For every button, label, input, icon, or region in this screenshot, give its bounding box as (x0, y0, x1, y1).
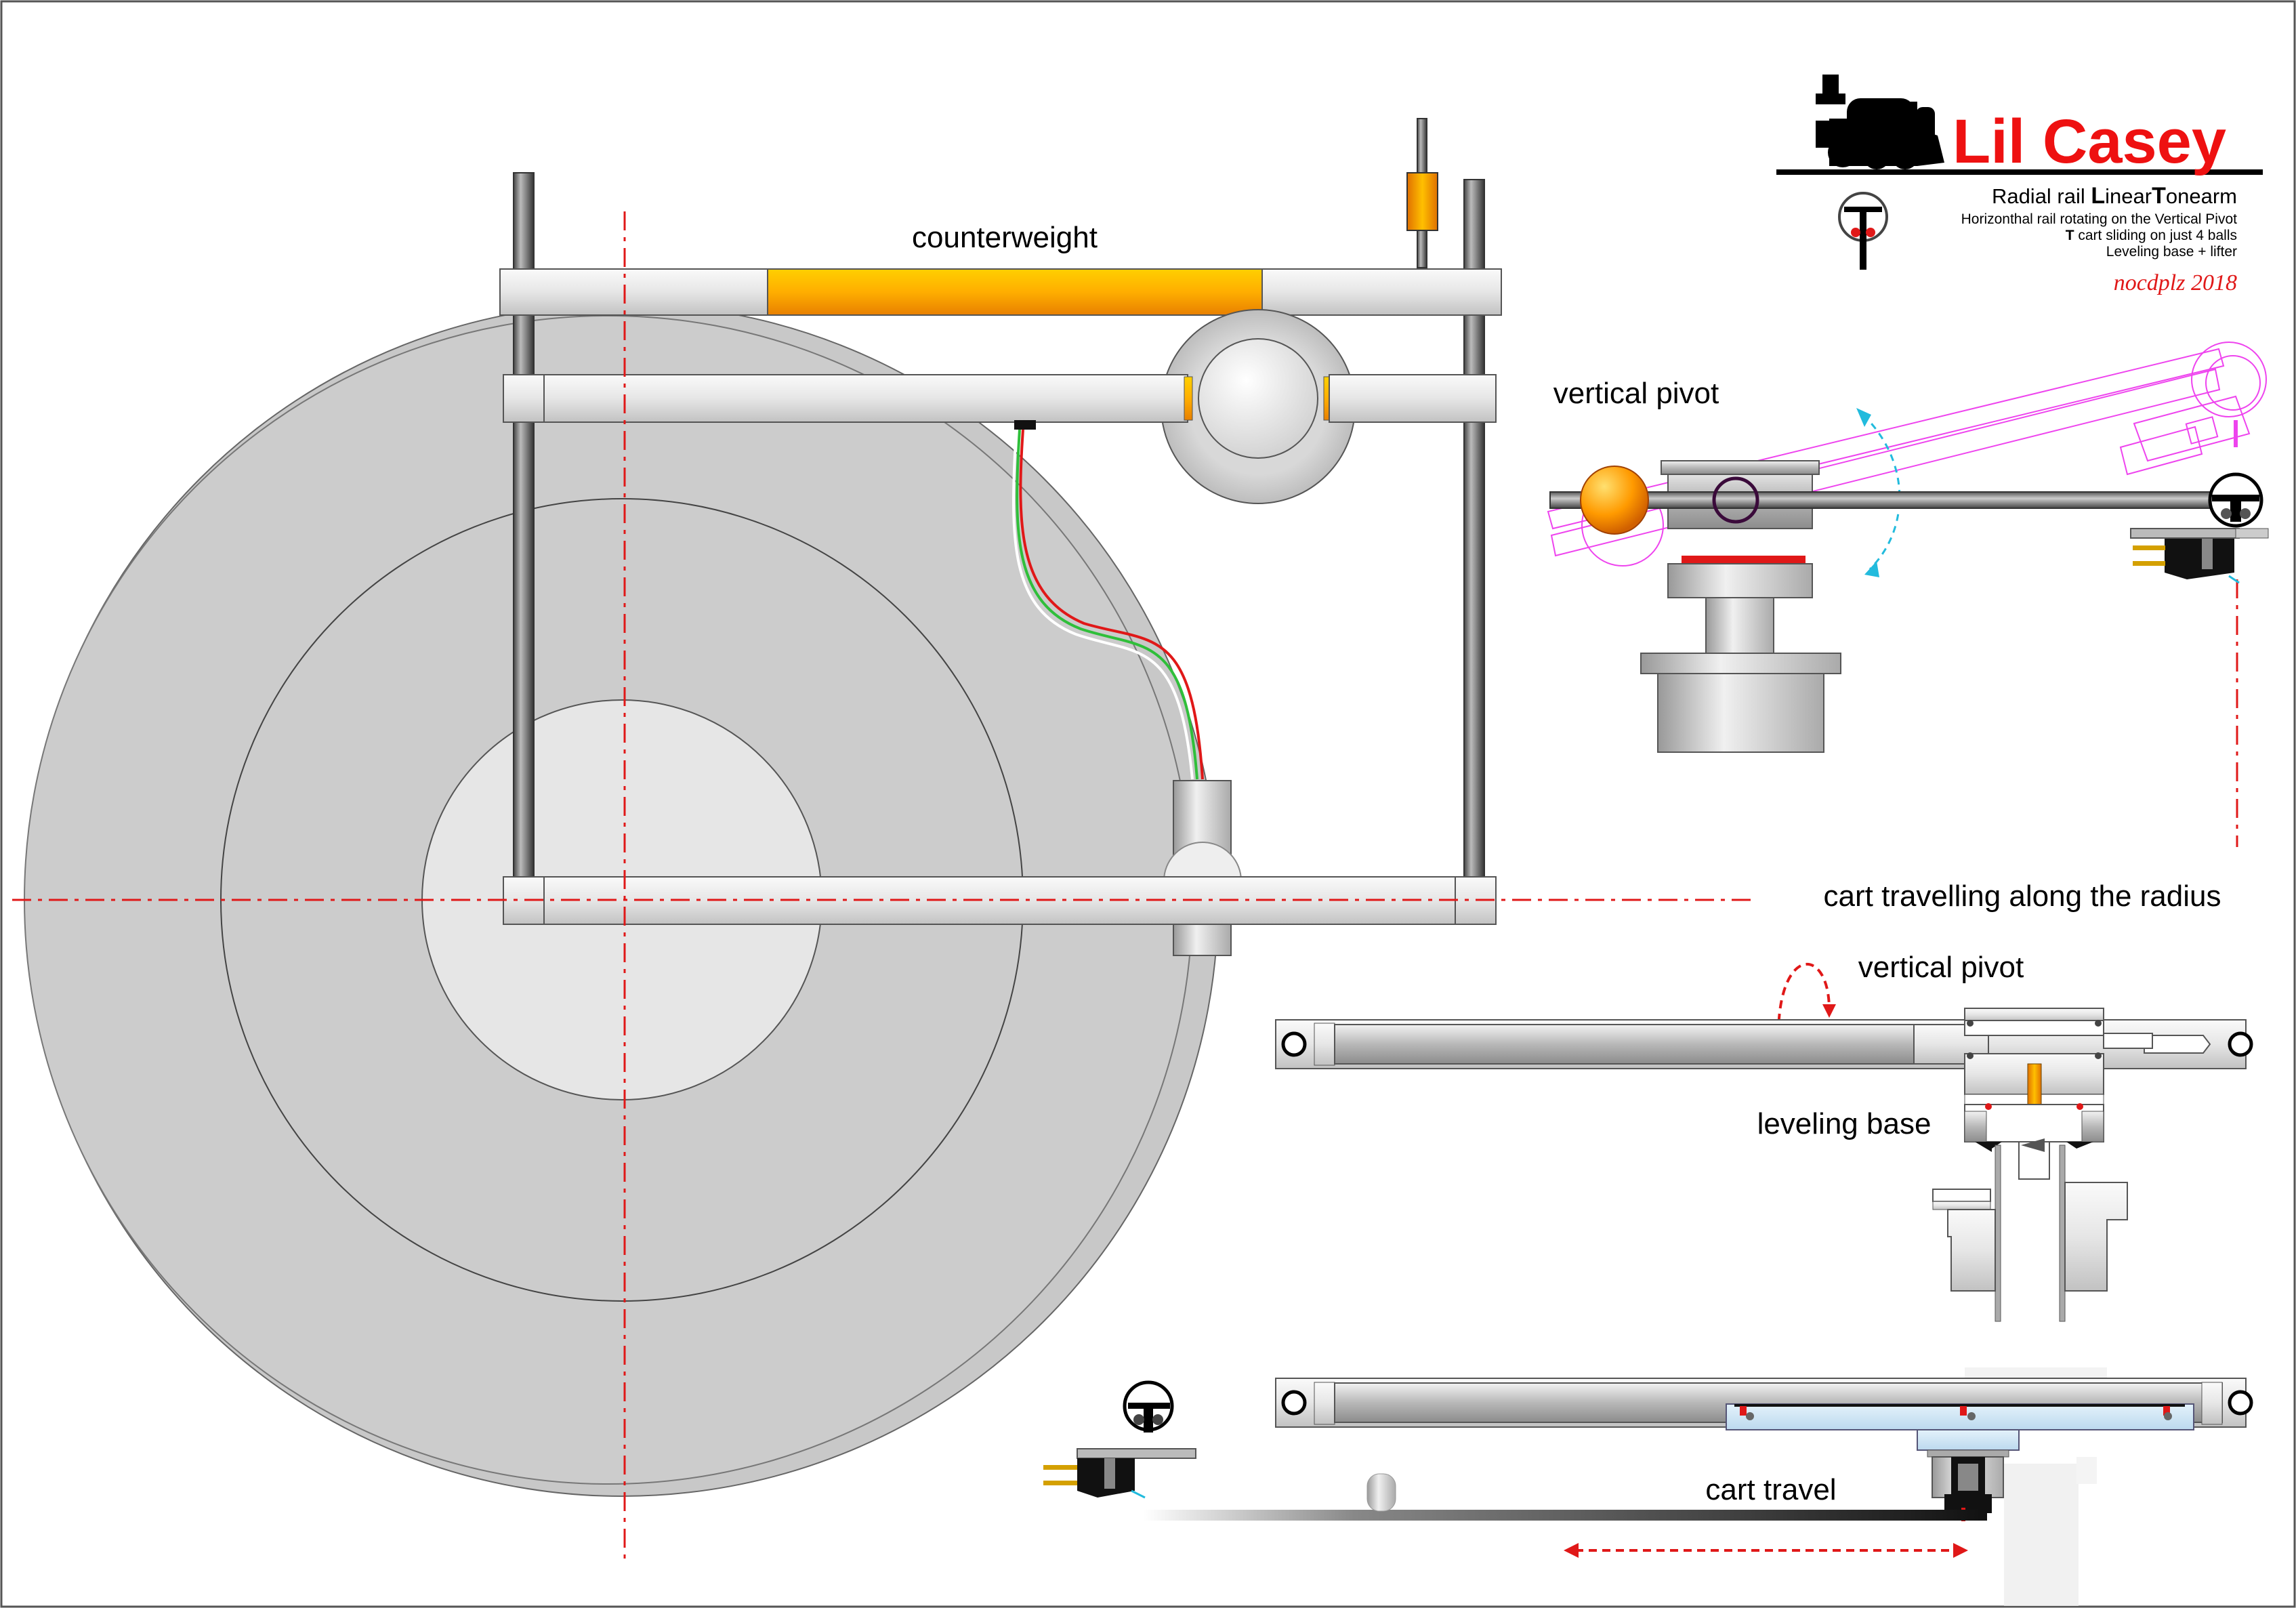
inner-rod (1334, 1024, 1915, 1065)
leveling-base (1964, 1104, 2104, 1142)
pivot-flange (1640, 653, 1841, 674)
record-profile (1144, 1510, 1987, 1521)
wire-white (1012, 429, 1194, 780)
spindle (1366, 1473, 1396, 1512)
pivot-post (1705, 597, 1774, 654)
label-counterweight: counterweight (912, 221, 1098, 254)
label-cart-radius: cart travelling along the radius (1824, 880, 2221, 913)
desc-line-3: Leveling base + lifter (2106, 244, 2237, 260)
title-underline (1776, 169, 2263, 175)
wire-connector (1014, 420, 1036, 430)
rail-slot (2144, 1035, 2211, 1054)
lifter-post-right (2059, 1145, 2066, 1322)
centerlines (12, 211, 2238, 1565)
label-vertical-pivot-top: vertical pivot (1553, 377, 1719, 410)
cartridge (2165, 539, 2234, 579)
label-cart-travel: cart travel (1705, 1473, 1836, 1506)
tonearm-icon (1838, 192, 1888, 270)
arm-frame (499, 118, 1502, 956)
lifter-post-left (1995, 1145, 2001, 1322)
cart-wheel (1163, 842, 1242, 882)
side-view-pivot (1547, 342, 2269, 753)
labels: counterweight vertical pivot cart travel… (912, 221, 2221, 1506)
subtitle: Radial rail LinearTonearm (1992, 183, 2237, 209)
title-block: Lil Casey Radial rail LinearTonearm Hori… (1776, 75, 2263, 295)
pivot-bearing-red (1682, 556, 1806, 564)
pivot-rotation-arrow (1777, 962, 1831, 1036)
rail-hole-left (1281, 1031, 1307, 1057)
middle-rail-right (1329, 374, 1497, 423)
pivot-cap (1964, 1008, 2104, 1021)
title: Lil Casey (1953, 107, 2226, 176)
label-leveling-base: leveling base (1757, 1107, 1932, 1140)
rail-hole-right (2228, 1031, 2253, 1057)
section-view-pivot (1275, 962, 2253, 1322)
pivot-bearing (1198, 338, 1318, 459)
desc-line-2: T cart sliding on just 4 balls (2066, 228, 2237, 243)
wire-green (1016, 429, 1198, 780)
pivot-base (1657, 673, 1824, 753)
lifter-collar (1406, 172, 1438, 231)
credit: nocdplz 2018 (2114, 270, 2237, 295)
desc-line-1: Horizonthal rail rotating on the Vertica… (1961, 211, 2238, 227)
label-vertical-pivot-mid: vertical pivot (1858, 951, 2024, 984)
headshell (2130, 528, 2240, 539)
counterweight-ball (1580, 466, 1649, 535)
counterweight (767, 268, 1263, 316)
wire-red (1019, 429, 1204, 780)
horizontal-arm-rod (1549, 491, 2228, 509)
section-view-cart (1043, 1367, 2253, 1606)
lifter-base (2064, 1182, 2128, 1292)
pivot-point (1712, 476, 1759, 524)
locomotive-logo (1816, 75, 1944, 169)
